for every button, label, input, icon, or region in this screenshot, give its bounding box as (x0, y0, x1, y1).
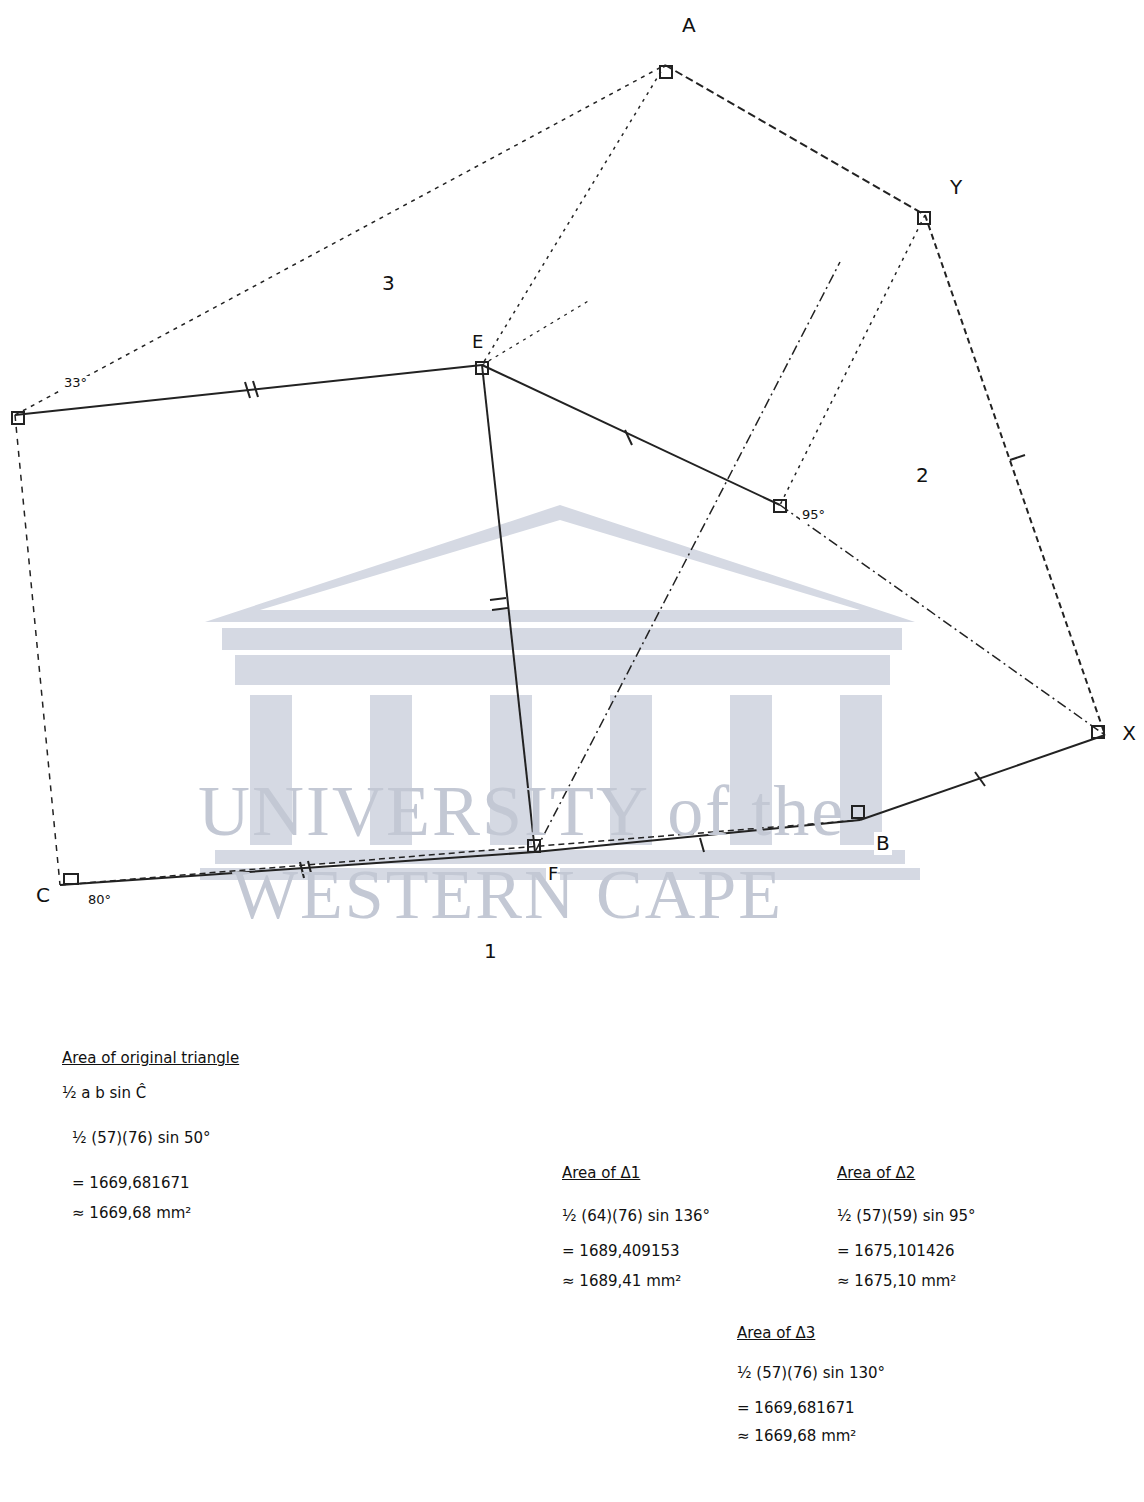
annotation-label: Y (948, 176, 964, 199)
annotation-label: 33° (62, 376, 89, 391)
annotation-label: ½ a b sin Ĉ (60, 1085, 148, 1102)
annotation-label: = 1689,409153 (560, 1243, 682, 1260)
annotation-label: ½ (57)(76) sin 130° (735, 1365, 887, 1382)
annotation-label: = 1675,101426 (835, 1243, 957, 1260)
annotation-label: 80° (86, 893, 113, 908)
annotation-label: ½ (57)(59) sin 95° (835, 1208, 978, 1225)
annotation-label: 95° (800, 508, 827, 523)
annotation-label: = 1669,681671 (735, 1400, 857, 1417)
watermark-text: UNIVERSITY of the (198, 770, 845, 853)
annotation-label: ≈ 1669,68 mm² (70, 1205, 193, 1222)
calculation-heading: Area of original triangle (60, 1050, 241, 1067)
annotation-label: = 1669,681671 (70, 1175, 192, 1192)
annotation-label: 1 (482, 940, 499, 963)
right-angle-marks (12, 66, 1104, 884)
annotation-label: ≈ 1689,41 mm² (560, 1273, 683, 1290)
annotation-label: 3 (380, 272, 397, 295)
annotation-label: ≈ 1675,10 mm² (835, 1273, 958, 1290)
annotation-label: A (680, 14, 698, 37)
annotation-label: ≈ 1669,68 mm² (735, 1428, 858, 1445)
annotation-label: E (470, 332, 485, 353)
figure-lines (15, 65, 1105, 885)
calculation-heading: Area of Δ1 (560, 1165, 642, 1182)
annotation-label: ½ (57)(76) sin 50° (70, 1130, 213, 1147)
annotation-label: C (34, 884, 52, 907)
calculation-heading: Area of Δ3 (735, 1325, 817, 1342)
calculation-heading: Area of Δ2 (835, 1165, 917, 1182)
annotation-label: ½ (64)(76) sin 136° (560, 1208, 712, 1225)
annotation-label: 2 (914, 464, 931, 487)
annotation-label: X (1120, 722, 1138, 745)
watermark-text: WESTERN CAPE (232, 855, 783, 936)
annotation-label: B (874, 832, 892, 855)
